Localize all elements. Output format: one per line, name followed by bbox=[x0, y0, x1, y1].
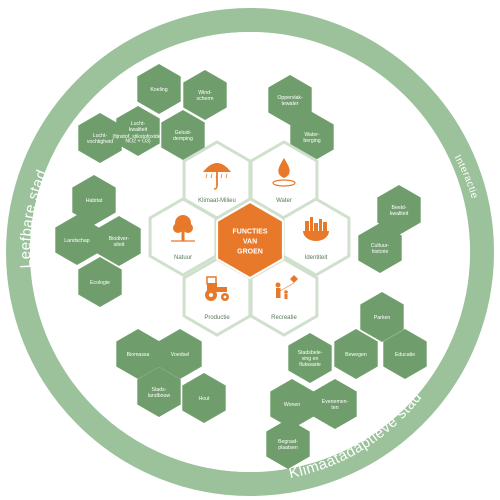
hex-label-voedsel: Voedsel bbox=[171, 352, 189, 358]
center-label-line2: VAN bbox=[243, 238, 257, 245]
green-hex-landschap bbox=[55, 215, 99, 265]
green-hex-luchtvochtigheid bbox=[78, 113, 122, 163]
core-label-3: Recreatie bbox=[271, 315, 297, 321]
green-hex-waterberging bbox=[290, 112, 334, 162]
hex-label-cultuurhistorie: Cultuur- bbox=[371, 243, 390, 249]
hex-label-waterberging: berging bbox=[303, 138, 320, 144]
hex-label-geluiddemping: demping bbox=[173, 136, 193, 142]
green-hex-oppervlaktewater bbox=[268, 75, 312, 125]
core-label-1: Water bbox=[276, 198, 292, 204]
center-label-line3: GROEN bbox=[237, 248, 263, 255]
hex-label-begraafplaatsen: plaatsen bbox=[278, 445, 298, 451]
hex-sublabel-luchtkwaliteit: NO2 + O3) bbox=[125, 138, 150, 144]
green-hex-koeling bbox=[137, 64, 181, 114]
green-hex-geluiddemping bbox=[161, 110, 205, 160]
green-hex-beeldkwaliteit bbox=[377, 185, 421, 235]
hex-label-wonen: Wonen bbox=[284, 402, 300, 408]
tractor-icon bbox=[205, 276, 229, 301]
hex-label-stadsbeleving: ving en bbox=[302, 356, 319, 362]
green-hex-biomassa bbox=[116, 329, 160, 379]
hex-label-beeldkwaliteit: Beeld- bbox=[392, 205, 407, 211]
hex-label-stadsbeleving: flukwaste bbox=[299, 362, 321, 368]
green-hex-windschermen bbox=[183, 70, 227, 120]
core-label-0: Klimaat-Milieu bbox=[198, 198, 236, 204]
hex-label-windschermen: Wind- bbox=[198, 90, 212, 96]
hex-label-evenementen: ten bbox=[331, 405, 338, 411]
green-hex-habitat bbox=[72, 175, 116, 225]
kite-family-icon bbox=[275, 275, 298, 299]
hex-label-ecologie: Ecologie bbox=[90, 280, 110, 286]
hex-label-koeling: Koeling bbox=[150, 87, 167, 93]
hex-label-oppervlaktewater: Oppervlak- bbox=[277, 95, 303, 101]
green-hex-ecologie bbox=[78, 257, 122, 307]
green-hex-stadslandbouw bbox=[137, 367, 181, 417]
green-hex-begraafplaatsen bbox=[266, 419, 310, 469]
green-hex-evenementen bbox=[313, 379, 357, 429]
center-label-line1: FUNCTIES bbox=[233, 228, 268, 235]
outer-ring bbox=[6, 8, 494, 496]
hex-label-bewegen: Bewegen bbox=[345, 352, 367, 358]
hex-label-windschermen: scherm bbox=[196, 96, 213, 102]
hex-label-luchtvochtigheid: vochtigheid bbox=[87, 139, 113, 145]
hex-label-hout: Hout bbox=[199, 396, 211, 402]
water-drop-icon bbox=[272, 158, 296, 187]
hex-label-stadslandbouw: Stads- bbox=[152, 387, 167, 393]
hex-label-biodiversiteit: siteit bbox=[114, 242, 125, 248]
hex-label-biomassa: Biomassa bbox=[127, 352, 150, 358]
core-label-2: Identiteit bbox=[305, 255, 328, 261]
green-hex-voedsel bbox=[158, 329, 202, 379]
hex-label-begraafplaatsen: Begraaf- bbox=[278, 439, 298, 445]
green-hex-hout bbox=[182, 373, 226, 423]
green-hex-biodiversiteit bbox=[97, 216, 141, 266]
hex-label-parken: Parken bbox=[374, 315, 391, 321]
hex-label-luchtkwaliteit: kwaliteit bbox=[129, 127, 148, 133]
hex-label-stadslandbouw: landbouw bbox=[148, 393, 170, 399]
hex-label-habitat: Habitat bbox=[86, 198, 103, 204]
hex-label-landschap: Landschap bbox=[64, 238, 89, 244]
umbrella-icon bbox=[203, 163, 231, 190]
hex-label-luchtvochtigheid: Lucht- bbox=[93, 133, 108, 139]
hex-label-beeldkwaliteit: kwaliteit bbox=[390, 211, 409, 217]
hex-sublabel-luchtkwaliteit: (fijnstof, stikstofoxiden bbox=[112, 134, 163, 140]
hex-label-oppervlaktewater: tewater bbox=[281, 101, 298, 107]
hex-label-waterberging: Water- bbox=[304, 132, 320, 138]
hex-label-biodiversiteit: Biodiver- bbox=[109, 236, 130, 242]
center-hex bbox=[216, 200, 284, 280]
hex-label-luchtkwaliteit: Lucht- bbox=[131, 121, 146, 127]
green-hex-cultuurhistorie bbox=[358, 223, 402, 273]
hex-label-cultuurhistorie: historie bbox=[372, 249, 389, 255]
hex-label-geluiddemping: Geluid- bbox=[175, 130, 192, 136]
green-hex-luchtkwaliteit bbox=[116, 106, 160, 156]
green-hex-bewegen bbox=[334, 329, 378, 379]
green-hex-wonen bbox=[270, 379, 314, 429]
hex-label-educatie: Educatie bbox=[395, 352, 415, 358]
hex-label-evenementen: Evenemen- bbox=[322, 399, 349, 405]
green-hex-educatie bbox=[383, 329, 427, 379]
city-skyline-icon bbox=[303, 217, 329, 241]
tree-icon bbox=[171, 215, 195, 242]
green-hex-parken bbox=[360, 292, 404, 342]
core-label-5: Natuur bbox=[174, 255, 192, 261]
hex-label-stadsbeleving: Stadsbele- bbox=[298, 350, 323, 356]
green-hex-stadsbeleving bbox=[288, 333, 332, 383]
core-label-4: Productie bbox=[204, 315, 230, 321]
